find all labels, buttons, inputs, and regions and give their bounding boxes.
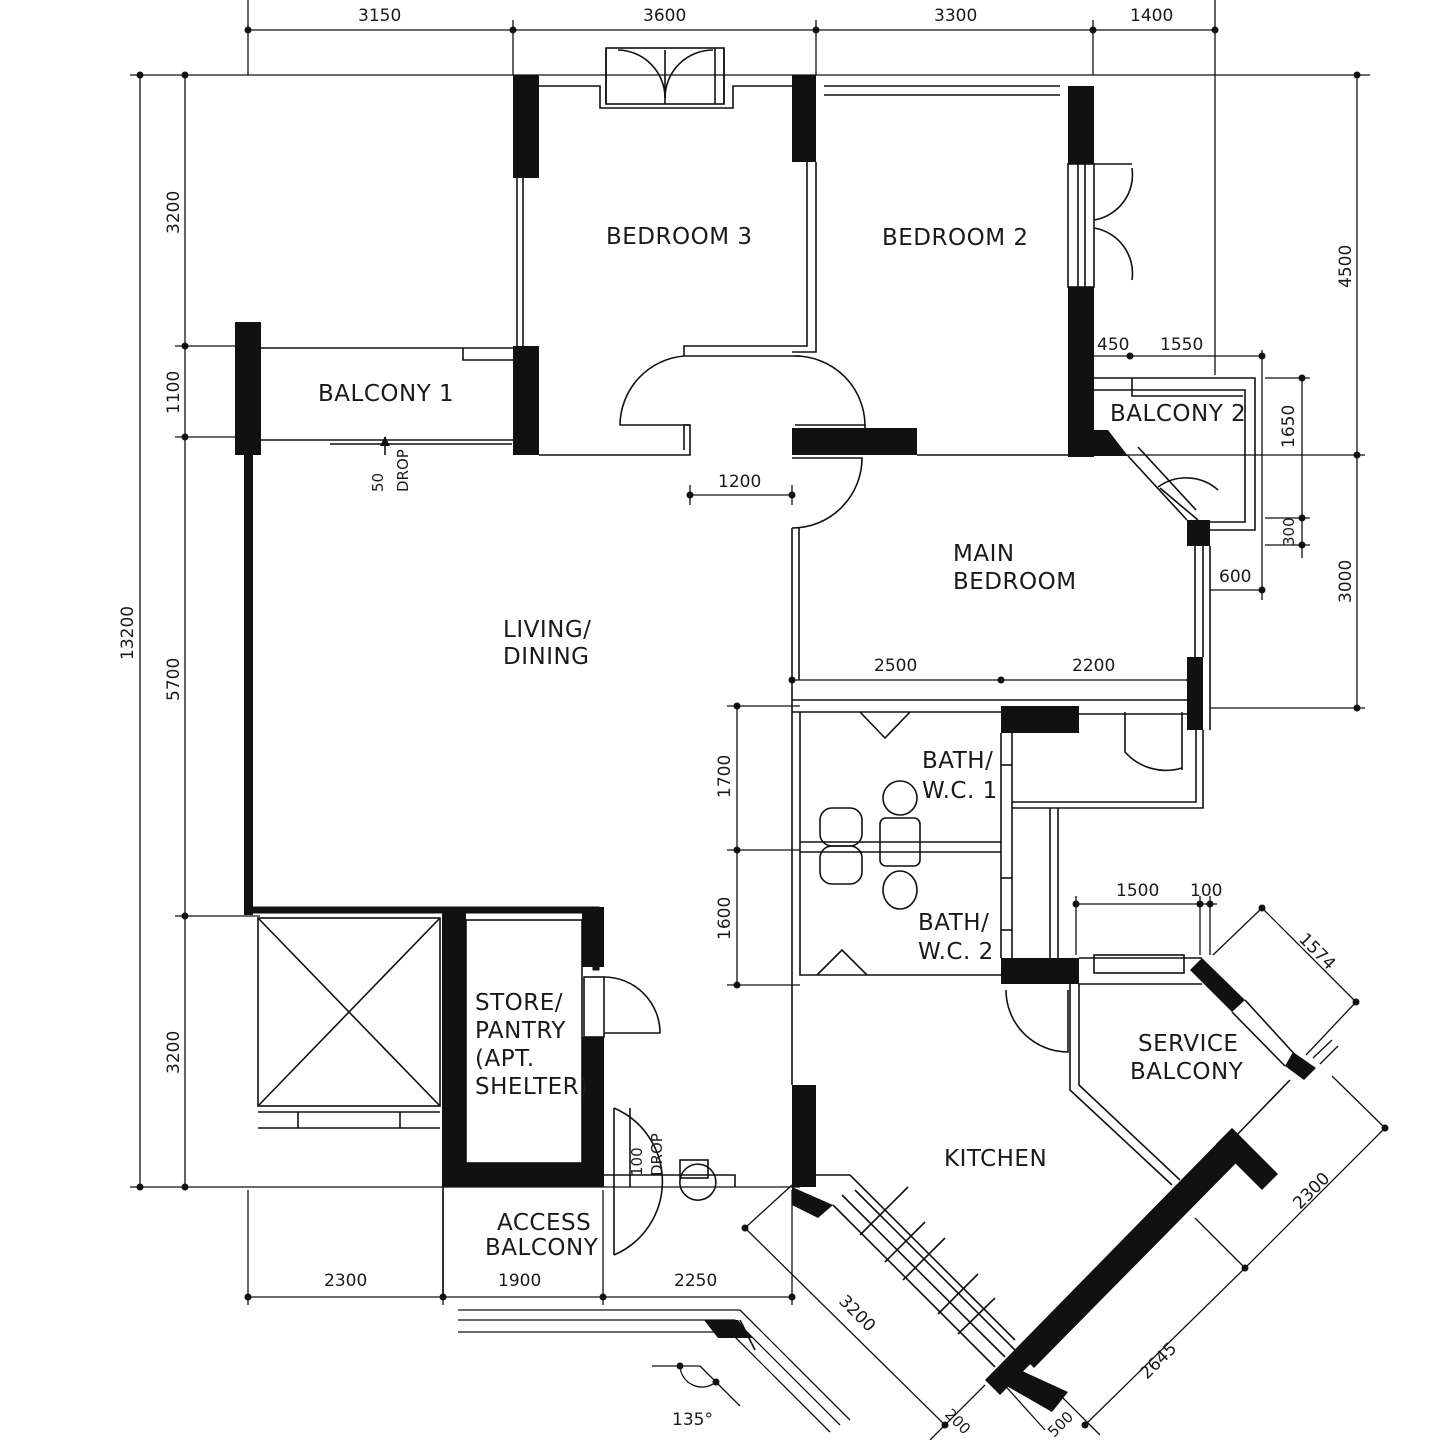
- dim-kitchen-1: 3200: [834, 1291, 879, 1336]
- dim-service-2: 100: [1190, 881, 1222, 901]
- dim-left-2: 1100: [164, 371, 184, 414]
- label-living-1: LIVING/: [503, 617, 591, 643]
- dim-left-3: 5700: [164, 658, 184, 701]
- drop-100-value: 100: [628, 1147, 646, 1176]
- dim-top-3: 3300: [934, 6, 977, 26]
- label-main-bedroom-2: BEDROOM: [953, 569, 1077, 595]
- label-bath-2b: W.C. 2: [918, 939, 994, 965]
- dim-top-4: 1400: [1130, 6, 1173, 26]
- dim-kitchen-4: 500: [1044, 1408, 1077, 1440]
- label-store-3: (APT.: [475, 1046, 535, 1072]
- angle-label: 135°: [672, 1410, 713, 1430]
- dim-door: 1200: [718, 472, 761, 492]
- dim-left-4: 3200: [164, 1031, 184, 1074]
- label-store-2: PANTRY: [475, 1018, 566, 1044]
- label-access-1: ACCESS: [497, 1210, 591, 1236]
- dim-service-1: 1500: [1116, 881, 1159, 901]
- dim-balc2-2: 1550: [1160, 335, 1203, 355]
- dimension-lines: [130, 0, 1389, 1440]
- dim-service-4: 2300: [1289, 1169, 1334, 1214]
- dim-left-1: 3200: [164, 191, 184, 234]
- dim-bottom-2: 1900: [498, 1271, 541, 1291]
- label-bedroom-2: BEDROOM 2: [882, 225, 1029, 251]
- label-bath-1b: W.C. 1: [922, 778, 998, 804]
- dim-kitchen-3: 200: [941, 1405, 974, 1438]
- dim-bath-1: 1700: [715, 755, 735, 798]
- dim-bottom-1: 2300: [324, 1271, 367, 1291]
- dim-left-outer: 13200: [118, 606, 138, 660]
- label-kitchen: KITCHEN: [944, 1146, 1047, 1172]
- label-balcony-1: BALCONY 1: [318, 381, 454, 407]
- notes: 50 DROP 100 DROP 135°: [369, 449, 713, 1430]
- drop-100-label: DROP: [648, 1133, 666, 1176]
- dim-right-1: 4500: [1336, 245, 1356, 288]
- doors-windows: [330, 47, 1219, 1351]
- dim-service-3: 1574: [1294, 929, 1339, 974]
- room-labels: BEDROOM 3 BEDROOM 2 BALCONY 1 BALCONY 2 …: [318, 224, 1246, 1261]
- label-living-2: DINING: [503, 644, 590, 670]
- dim-main-2: 2200: [1072, 656, 1115, 676]
- walls: [235, 75, 1316, 1412]
- dim-kitchen-2: 2645: [1136, 1339, 1181, 1384]
- drop-50-value: 50: [369, 473, 387, 492]
- label-store-1: STORE/: [475, 990, 563, 1016]
- dim-main-1: 2500: [874, 656, 917, 676]
- dim-balc2-5: 600: [1219, 567, 1251, 587]
- label-service-1: SERVICE: [1138, 1031, 1238, 1057]
- dim-top-2: 3600: [643, 6, 686, 26]
- dim-bottom-3: 2250: [674, 1271, 717, 1291]
- dim-right-2: 3000: [1336, 560, 1356, 603]
- dim-balc2-1: 450: [1097, 335, 1129, 355]
- label-main-bedroom-1: MAIN: [953, 541, 1015, 567]
- label-bath-2a: BATH/: [918, 910, 989, 936]
- dim-top-1: 3150: [358, 6, 401, 26]
- label-service-2: BALCONY: [1130, 1059, 1244, 1085]
- dim-balc2-4: 300: [1280, 517, 1298, 546]
- label-bedroom-3: BEDROOM 3: [606, 224, 753, 250]
- label-access-2: BALCONY: [485, 1235, 599, 1261]
- label-bath-1a: BATH/: [922, 748, 993, 774]
- label-store-4: SHELTER): [475, 1074, 589, 1100]
- drop-50-label: DROP: [394, 449, 412, 492]
- dim-balc2-3: 1650: [1279, 405, 1299, 448]
- dim-bath-2: 1600: [715, 897, 735, 940]
- label-balcony-2: BALCONY 2: [1110, 401, 1246, 427]
